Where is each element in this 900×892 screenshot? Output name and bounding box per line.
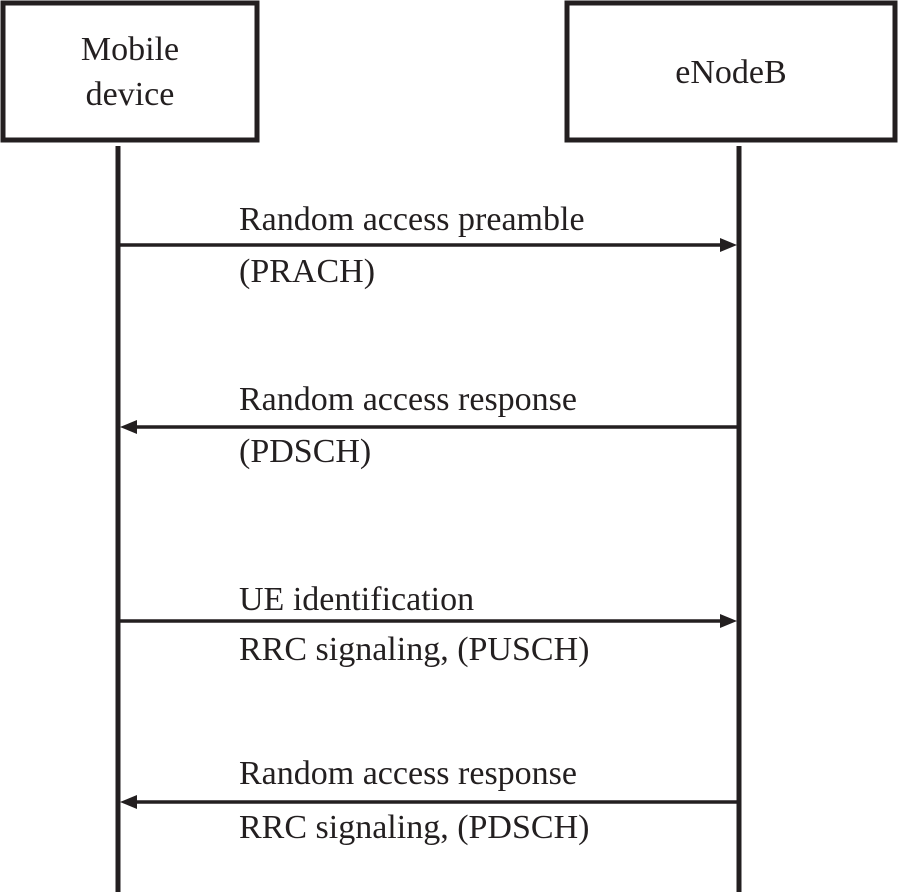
- actor-enodeb: eNodeB: [564, 0, 898, 143]
- actor-box-enodeb: [564, 0, 898, 143]
- message-1: Random access preamble (PRACH): [120, 201, 737, 290]
- message-1-label-line1: Random access preamble: [239, 201, 585, 238]
- actor-mobile-device: Mobile device: [0, 0, 260, 143]
- message-1-arrowhead: [720, 238, 737, 252]
- message-4-arrowhead: [120, 795, 137, 809]
- message-3-label-line2: RRC signaling, (PUSCH): [239, 631, 589, 668]
- message-1-label-line2: (PRACH): [239, 253, 375, 290]
- actor-label-mobile-line1: Mobile: [81, 31, 179, 68]
- actor-label-enodeb: eNodeB: [675, 54, 786, 91]
- message-2-arrowhead: [120, 420, 137, 434]
- message-2-label-line1: Random access response: [239, 381, 577, 418]
- message-2-label-line2: (PDSCH): [239, 433, 371, 470]
- message-4-label-line1: Random access response: [239, 755, 577, 792]
- message-4: Random access response RRC signaling, (P…: [120, 755, 737, 846]
- message-2: Random access response (PDSCH): [120, 381, 737, 470]
- message-3-label-line1: UE identification: [239, 581, 474, 618]
- message-4-label-line2: RRC signaling, (PDSCH): [239, 809, 589, 846]
- actor-box-mobile: [0, 0, 260, 143]
- message-3: UE identification RRC signaling, (PUSCH): [120, 581, 737, 668]
- actor-label-mobile-line2: device: [86, 76, 175, 113]
- message-3-arrowhead: [720, 614, 737, 628]
